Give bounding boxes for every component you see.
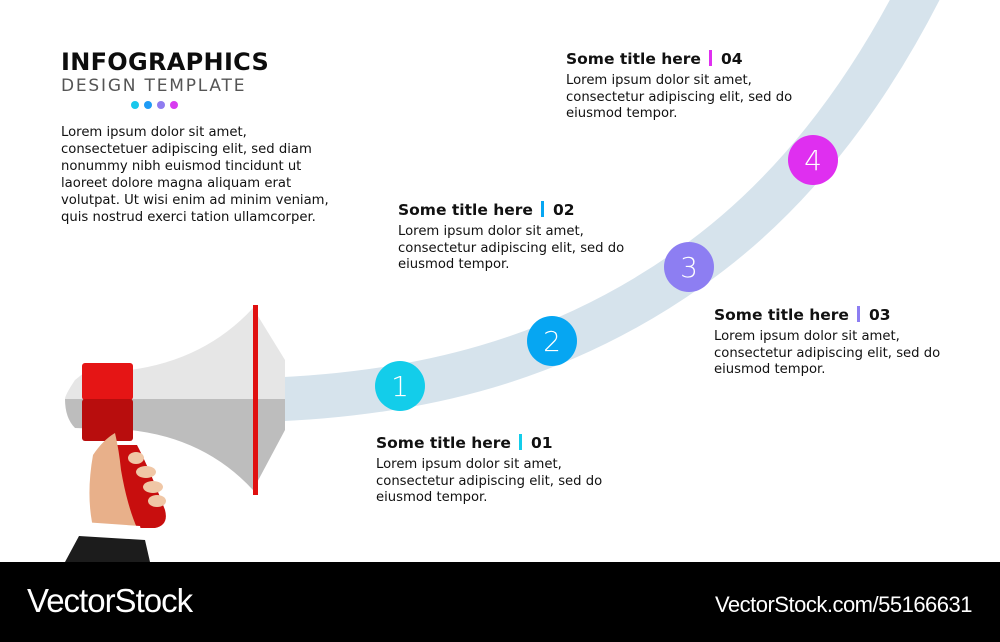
step-index: 03 [868, 306, 891, 324]
step-3-text: Some title here 03 Lorem ipsum dolor sit … [714, 306, 944, 379]
step-title: Some title here 03 [714, 306, 944, 324]
dot-icon [144, 101, 152, 109]
dot-icon [131, 101, 139, 109]
step-index: 02 [552, 201, 575, 219]
step-index: 04 [720, 50, 743, 68]
step-title-text: Some title here [566, 50, 701, 68]
divider-bar [708, 50, 712, 66]
step-title-text: Some title here [376, 434, 511, 452]
divider-bar [856, 306, 860, 322]
step-body: Lorem ipsum dolor sit amet, consectetur … [376, 457, 603, 505]
intro-paragraph: Lorem ipsum dolor sit amet, consectetuer… [61, 125, 329, 225]
watermark-footer: VectorStock VectorStock.com/55166631 [0, 562, 1000, 642]
infographic-subtitle: DESIGN TEMPLATE [61, 76, 247, 96]
step-title: Some title here 02 [398, 201, 628, 219]
infographic-canvas: INFOGRAPHICS DESIGN TEMPLATE Lorem ipsum… [61, 0, 944, 562]
divider-bar [518, 434, 522, 450]
step-title-text: Some title here [398, 201, 533, 219]
step-2-text: Some title here 02 Lorem ipsum dolor sit … [398, 201, 628, 274]
step-1-text: Some title here 01 Lorem ipsum dolor sit … [376, 434, 606, 507]
step-title: Some title here 04 [566, 50, 796, 68]
step-number: 4 [804, 143, 822, 177]
step-body: Lorem ipsum dolor sit amet, consectetur … [566, 73, 793, 121]
footer-brand: VectorStock [27, 582, 193, 619]
step-number: 3 [680, 250, 698, 284]
dot-icon [157, 101, 165, 109]
infographic-title: INFOGRAPHICS [61, 48, 270, 76]
step-4-circle: 4 [788, 135, 838, 185]
step-body: Lorem ipsum dolor sit amet, consectetur … [714, 329, 941, 377]
step-number: 1 [391, 369, 409, 403]
megaphone-hand-illustration [65, 305, 285, 562]
step-3-circle: 3 [664, 242, 714, 292]
step-1-circle: 1 [375, 361, 425, 411]
divider-bar [540, 201, 544, 217]
step-title: Some title here 01 [376, 434, 606, 452]
step-2-circle: 2 [527, 316, 577, 366]
step-number: 2 [543, 324, 561, 358]
footer-url: VectorStock.com/55166631 [714, 592, 973, 617]
step-title-text: Some title here [714, 306, 849, 324]
step-4-text: Some title here 04 Lorem ipsum dolor sit … [566, 50, 796, 123]
decorative-dots [131, 101, 178, 109]
step-index: 01 [530, 434, 553, 452]
dot-icon [170, 101, 178, 109]
step-body: Lorem ipsum dolor sit amet, consectetur … [398, 224, 625, 272]
